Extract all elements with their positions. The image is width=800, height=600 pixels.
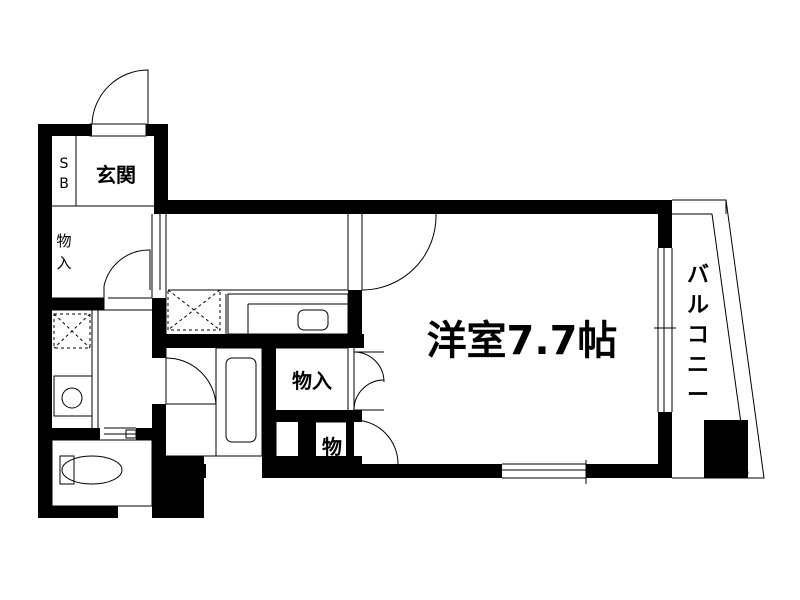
kitchen-counter (227, 293, 349, 335)
entrance-door-swing (91, 69, 149, 125)
wall-below-kitchen (152, 334, 364, 348)
pillar-bottom-left-small (180, 464, 206, 478)
balcony-label-char-3: コ (687, 323, 709, 348)
wall-top-main (154, 200, 672, 214)
wall-storage-bottom (262, 456, 362, 466)
entrance-door-leaf (89, 123, 147, 137)
entrance-label: 玄関 (96, 163, 136, 187)
main-room-label: 洋室7.7帖 (427, 318, 618, 364)
wall-left (38, 124, 52, 518)
balcony-label-char-5: ー (687, 383, 709, 408)
wall-closet-right (346, 410, 354, 464)
wall-kitchen-room (348, 290, 362, 348)
wall-right-bottom (658, 412, 672, 478)
storage-door-swing (103, 249, 151, 290)
bathtub-icon (225, 357, 257, 443)
washing-machine-icon (53, 375, 93, 417)
balcony-label-char-4: ニ (687, 353, 709, 378)
balcony-label-char-2: ル (687, 293, 709, 318)
closet-label: 物入 (292, 369, 332, 393)
wall-storage-pillar (298, 422, 316, 464)
wall-hall-left-low (152, 404, 166, 464)
toilet-icon (61, 455, 123, 485)
walls (38, 124, 748, 518)
room-door-swing (361, 213, 437, 291)
wall-storage-divider (52, 298, 104, 310)
wall-bath-right (262, 348, 276, 478)
shoe-box-label-b: B (59, 176, 69, 192)
wall-entrance-right (154, 124, 168, 212)
bath-door-swing (165, 357, 217, 405)
storage-label-line2: 入 (56, 254, 71, 272)
balcony-unit (704, 420, 748, 478)
wall-bottom-main-right (586, 464, 672, 478)
balcony-label-char-1: バ (687, 263, 709, 288)
wall-right-top (658, 200, 672, 248)
wall-above-toilet (52, 428, 100, 440)
laundry-pan (53, 313, 91, 349)
closet-door-swing-2 (353, 379, 385, 411)
small-storage-label: 物 (322, 435, 342, 459)
labels: S B 玄関 物 入 洋室7.7帖 物入 物 バ ル コ ニ ー (56, 156, 709, 459)
wall-above-toilet-right (136, 428, 156, 440)
wall-top-entrance-left (38, 124, 92, 136)
balcony-outline (672, 199, 765, 479)
storage-label-line1: 物 (56, 232, 71, 250)
thin-lines (51, 69, 765, 507)
shoe-box-label-s: S (60, 156, 69, 172)
stove-icon (167, 289, 221, 331)
small-storage-door-swing (353, 419, 399, 465)
sink-icon (297, 309, 329, 331)
wall-bottom-main-left (262, 464, 502, 478)
wall-bottom-left (38, 506, 118, 518)
closet-door-swing-1 (353, 351, 385, 383)
wall-hall-left-bottom (152, 346, 166, 358)
wall-storage-mid (276, 410, 362, 422)
